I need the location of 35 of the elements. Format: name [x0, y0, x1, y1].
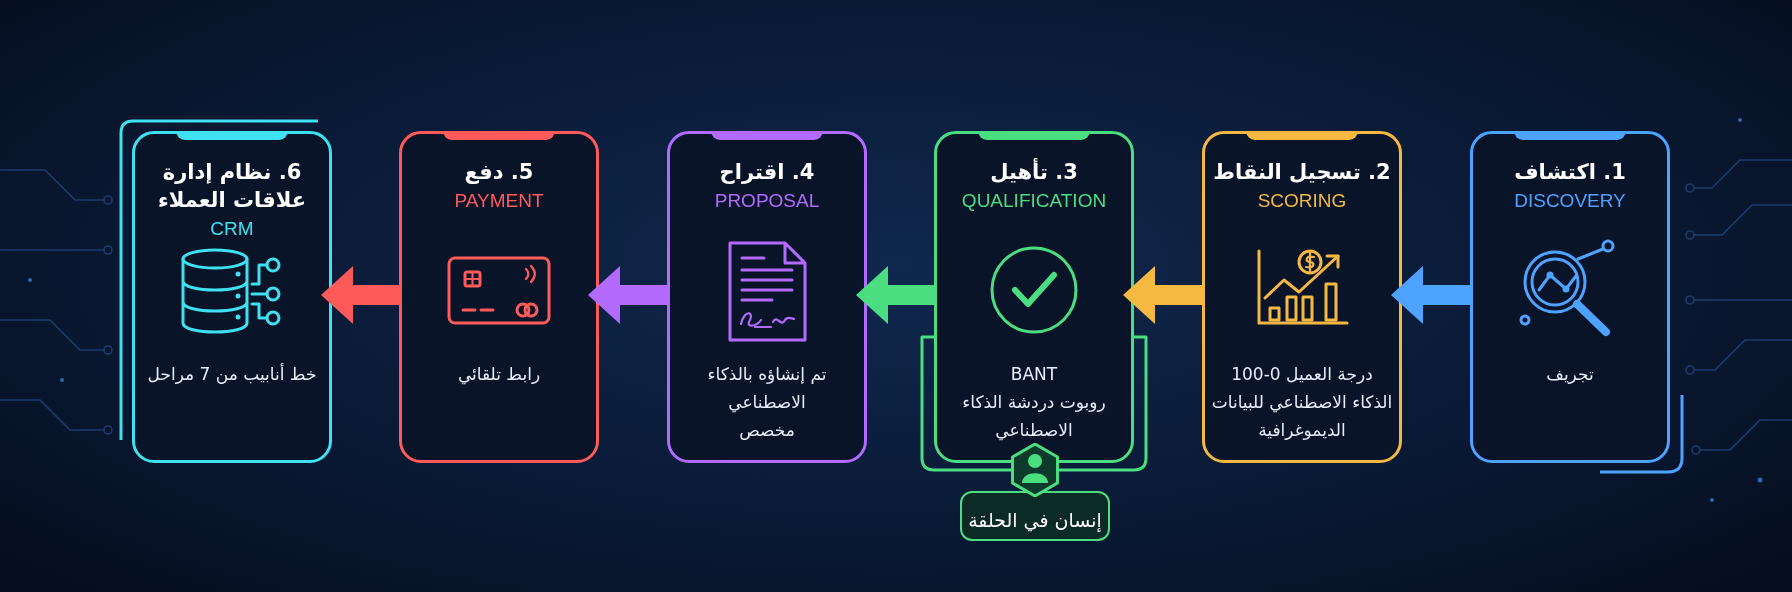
step-subtitle: PROPOSAL: [714, 189, 820, 213]
step-description: مخصص: [739, 419, 795, 442]
arrow: [1123, 266, 1202, 324]
step-description: رابط تلقائي: [457, 363, 541, 387]
step-title: 4. اقتراح: [719, 159, 815, 186]
step-subtitle: PAYMENT: [454, 189, 544, 213]
step-description: درجة العميل 0-100: [1231, 363, 1373, 386]
step-description: خط أنابيب من 7 مراحل: [147, 362, 317, 386]
step-title: 5. دفع: [464, 159, 534, 186]
connector-line: [920, 335, 1011, 472]
step-card: [399, 131, 599, 463]
step-description: تجريف: [1546, 363, 1594, 386]
step-title: 3. تأهيل: [990, 158, 1078, 186]
step-description: روبوت دردشة الذكاء الاصطناعي: [961, 391, 1107, 443]
step-description: تم إنشاؤه بالذكاء الاصطناعي: [706, 363, 828, 415]
step-description: BANT: [1010, 363, 1058, 386]
step-title: 1. اكتشاف: [1514, 159, 1626, 186]
step-description: الذكاء الاصطناعي للبيانات الديموغرافية: [1210, 391, 1394, 442]
arrow: [321, 266, 399, 324]
connector-line: [1059, 335, 1148, 472]
arrow: [856, 266, 934, 324]
step-card: [667, 131, 867, 463]
step-card: [132, 131, 332, 463]
step-subtitle: CRM: [210, 217, 254, 241]
badge: إنسان في الحلقة: [960, 491, 1110, 541]
step-title: 6. نظام إدارة علاقات العملاء: [156, 159, 307, 214]
step-title: 2. تسجيل النقاط: [1213, 159, 1391, 186]
step-subtitle: SCORING: [1257, 189, 1347, 213]
step-card: [934, 131, 1134, 463]
step-card: [1470, 131, 1670, 463]
step-subtitle: QUALIFICATION: [961, 189, 1107, 213]
step-card: [1202, 131, 1402, 463]
arrow: [588, 266, 667, 324]
arrow: [1391, 266, 1470, 324]
step-subtitle: DISCOVERY: [1514, 189, 1626, 213]
